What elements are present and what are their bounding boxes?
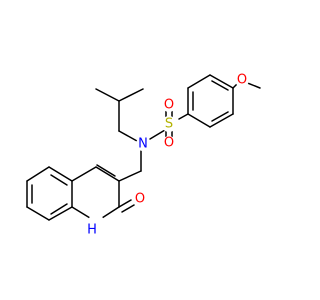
- bond-q-c8a-n1: [71, 206, 91, 219]
- bond-q-c3-c4-inner: [96, 164, 116, 177]
- bond-c2-o-a: [118, 199, 132, 208]
- methoxy-oxygen-label: O: [237, 73, 247, 88]
- sulfonamide-nitrogen-label: N: [138, 137, 148, 152]
- bond-ph-c2-c3: [187, 74, 211, 89]
- carbonyl-oxygen-label: O: [135, 192, 145, 207]
- bond-bz-c8-c8a: [48, 206, 73, 221]
- atom-labels: O O S O N O H: [87, 73, 249, 238]
- bond-bz-inner-1: [50, 174, 68, 186]
- bond-bz-c5-c6: [26, 166, 50, 182]
- bond-ph-c6-c1: [187, 113, 211, 128]
- bond-ph-inner-3: [211, 111, 229, 122]
- bond-s-phenyl: [178, 113, 189, 120]
- bond-c2-o-b: [121, 204, 135, 213]
- ring-nh-hydrogen-label: H: [87, 223, 97, 238]
- bond-isobutyl-methyl-2: [118, 88, 144, 102]
- bond-bz-c4a-c5: [48, 166, 73, 182]
- bond-ph-c3-c4: [209, 74, 234, 89]
- bond-ph-inner-2: [211, 80, 229, 91]
- bond-q-n1-c2: [101, 206, 120, 219]
- sulfur-label: S: [165, 117, 173, 132]
- bond-bz-c7-c8: [26, 206, 50, 221]
- bond-q-c4-c4a: [71, 166, 97, 182]
- bond-isobutyl-ch2-n: [118, 130, 138, 142]
- bond-ph-c5-c6: [209, 113, 234, 128]
- bonds: [26, 74, 261, 221]
- bond-q-c3-c4: [95, 166, 120, 182]
- bond-n-s: [149, 129, 166, 140]
- molecule-structure-diagram: O O S O N O H: [26, 73, 261, 238]
- bond-ch2-c3: [118, 170, 142, 182]
- bond-bz-inner-3: [50, 203, 68, 215]
- sulfonyl-oxygen-top-label: O: [164, 98, 174, 113]
- sulfonyl-oxygen-bottom-label: O: [164, 136, 174, 151]
- bond-isobutyl-methyl-1: [95, 88, 120, 102]
